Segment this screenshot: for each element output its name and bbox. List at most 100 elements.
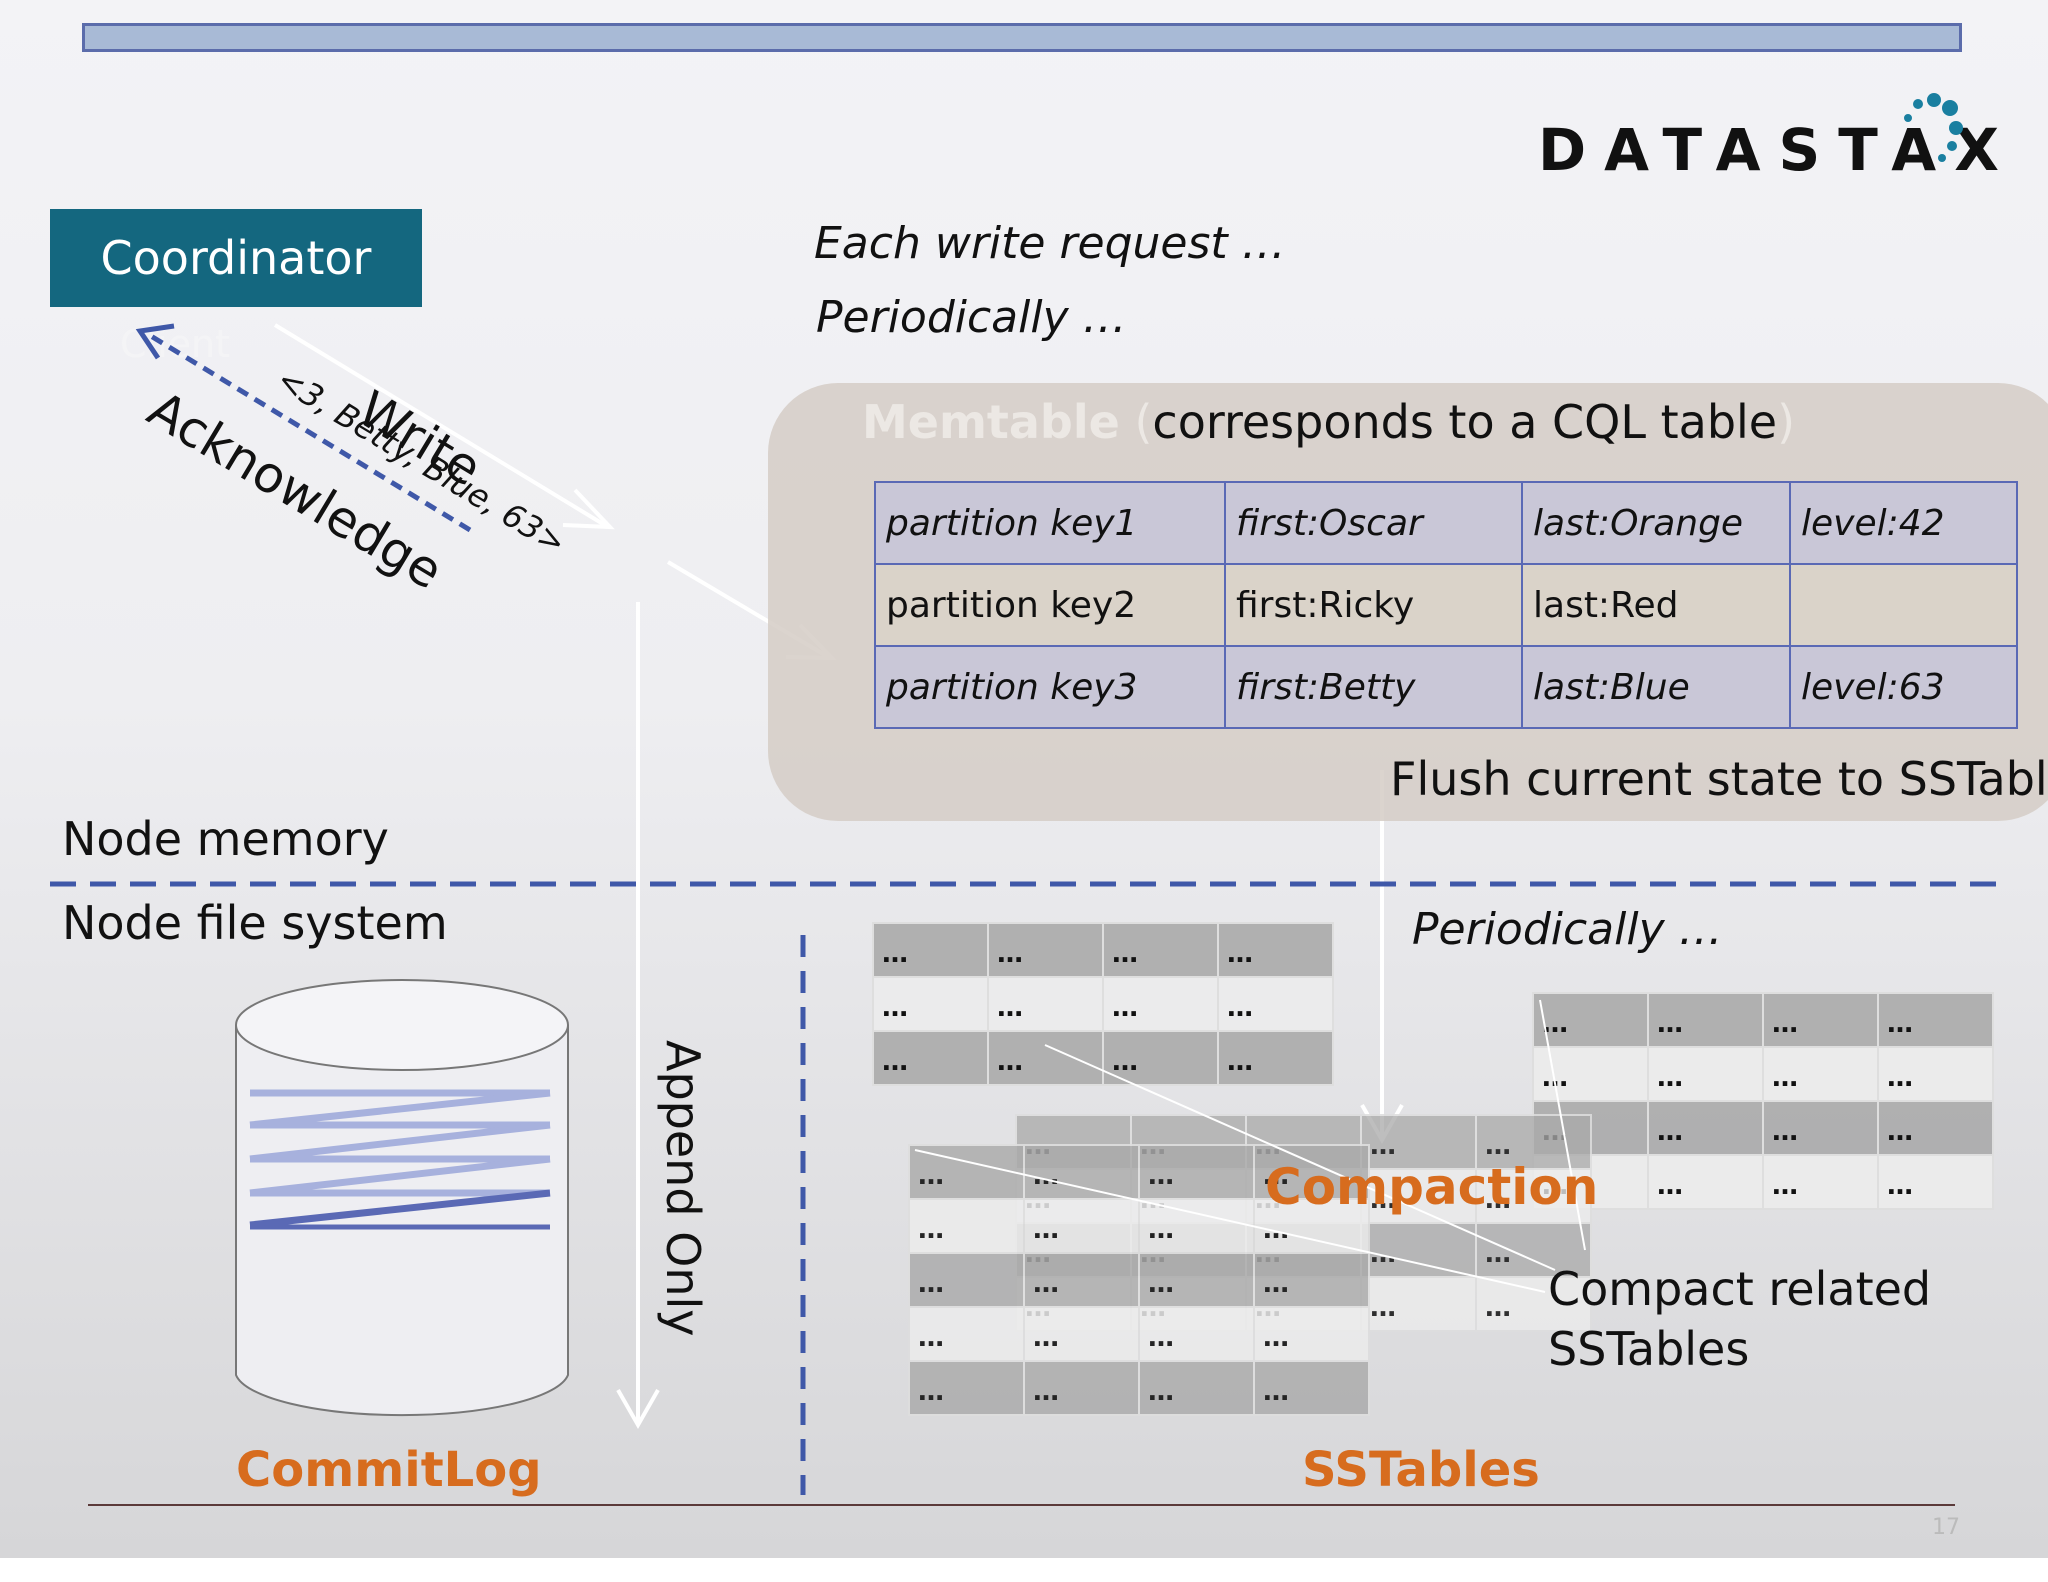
memtable-cell: first:Oscar <box>1224 481 1523 565</box>
sstable-cell: … <box>1475 1276 1592 1332</box>
sstable-cell: … <box>872 976 989 1032</box>
memtable-cell: level:63 <box>1789 645 2018 729</box>
sstable-cell: … <box>1475 1222 1592 1278</box>
periodically-bottom-note: Periodically … <box>1412 904 1723 955</box>
sstable-cell: … <box>908 1198 1025 1254</box>
sstable-cell: … <box>1877 1100 1994 1156</box>
compact-related-line1: Compact related <box>1548 1262 1932 1316</box>
coordinator-box: Coordinator <box>50 209 422 307</box>
compaction-label: Compaction <box>1265 1158 1599 1216</box>
sstable-cell: … <box>1762 992 1879 1048</box>
memtable-close-paren: ) <box>1777 395 1796 449</box>
sstable-row: ………… <box>908 1198 1370 1254</box>
sstable-cell: … <box>1138 1198 1255 1254</box>
sstable-cell: … <box>1360 1276 1477 1332</box>
memtable-title: Memtable (corresponds to a CQL table) <box>862 395 1795 449</box>
coordinator-label: Coordinator <box>100 231 372 285</box>
sstable-row: ………… <box>908 1306 1370 1362</box>
sstable-cell: … <box>1360 1114 1477 1170</box>
sstable-cell: … <box>1023 1252 1140 1308</box>
sstable-cell: … <box>1138 1252 1255 1308</box>
sstable-cell: … <box>1102 922 1219 978</box>
page-number: 17 <box>1932 1515 1960 1540</box>
sstable-cell: … <box>987 1030 1104 1086</box>
sstable-cell: … <box>1253 1144 1370 1200</box>
memtable-title-text: corresponds to a CQL table <box>1152 395 1778 449</box>
memtable-cell: first:Betty <box>1224 645 1523 729</box>
sstable-row: ………… <box>908 1360 1370 1416</box>
node-memory-label: Node memory <box>62 812 389 866</box>
memtable-cell: partition key1 <box>874 481 1226 565</box>
sstable-cell: … <box>1532 1046 1649 1102</box>
sstable-cell: … <box>1138 1144 1255 1200</box>
memtable-cell: partition key2 <box>874 563 1226 647</box>
sstable-cell: … <box>1138 1306 1255 1362</box>
top-bar <box>82 23 1962 52</box>
sstable-row: ………… <box>908 1252 1370 1308</box>
compact-related-line2: SSTables <box>1548 1322 1750 1376</box>
sstable-cell: … <box>987 922 1104 978</box>
memtable-title-faint: Memtable <box>862 395 1120 449</box>
sstable-cell: … <box>1360 1168 1477 1224</box>
sstable-cell: … <box>1532 992 1649 1048</box>
sstable-cell: … <box>1253 1198 1370 1254</box>
sstable-cell: … <box>908 1252 1025 1308</box>
logo-dots-icon <box>1904 93 1963 162</box>
sstable-cell: … <box>908 1306 1025 1362</box>
commitlog-label: CommitLog <box>236 1442 542 1498</box>
logo-wordmark: DATASTAX <box>1538 116 2017 184</box>
sstable-cell: … <box>1023 1198 1140 1254</box>
periodically-top-note: Periodically … <box>816 292 1127 343</box>
sstable-cell: … <box>1762 1100 1879 1156</box>
sstable-cell: … <box>1877 992 1994 1048</box>
sstable-cell: … <box>1253 1360 1370 1416</box>
sstable-cell: … <box>1023 1306 1140 1362</box>
sstable-cell: … <box>1762 1154 1879 1210</box>
sstable-row: ………… <box>872 976 1334 1032</box>
memtable-cell: last:Blue <box>1521 645 1791 729</box>
sstable-cell: … <box>1360 1222 1477 1278</box>
sstable-grid: ………… ………… ………… ………… ………… <box>908 1144 1370 1416</box>
memtable-cell: first:Ricky <box>1224 563 1523 647</box>
sstable-cell: … <box>1647 1046 1764 1102</box>
sstable-cell: … <box>1475 1114 1592 1170</box>
sstable-cell: … <box>1877 1046 1994 1102</box>
sstable-cell: … <box>1762 1046 1879 1102</box>
sstable-cell: … <box>1102 1030 1219 1086</box>
sstable-cell: … <box>872 1030 989 1086</box>
sstable-cell: … <box>1217 922 1334 978</box>
datastax-logo: DATASTAX <box>1530 90 1999 190</box>
sstable-row: ………… <box>1532 992 1994 1048</box>
sstable-cell: … <box>1217 1030 1334 1086</box>
sstable-row: ………… <box>908 1144 1370 1200</box>
memtable-row: partition key3 first:Betty last:Blue lev… <box>874 645 2018 729</box>
sstable-cell: … <box>1877 1154 1994 1210</box>
sstable-row: ………… <box>872 1030 1334 1086</box>
sstable-cell: … <box>1647 1100 1764 1156</box>
memtable-cell: last:Red <box>1521 563 1791 647</box>
node-file-system-label: Node file system <box>62 896 448 950</box>
write-arrow <box>273 323 610 529</box>
memtable-cell: last:Orange <box>1521 481 1791 565</box>
sstable-cell: … <box>1217 976 1334 1032</box>
sstable-grid: ………… ………… ………… <box>872 922 1334 1086</box>
memtable-table: partition key1 first:Oscar last:Orange l… <box>874 481 2018 729</box>
sstable-cell: … <box>987 976 1104 1032</box>
memtable-row: partition key1 first:Oscar last:Orange l… <box>874 481 2018 565</box>
acknowledge-arrow <box>144 330 472 533</box>
sstable-cell: … <box>908 1360 1025 1416</box>
sstable-row: ………… <box>1532 1046 1994 1102</box>
memtable-cell: level:42 <box>1789 481 2018 565</box>
sstable-cell: … <box>1023 1144 1140 1200</box>
flush-note: Flush current state to SSTable <box>1390 752 2048 806</box>
sstable-cell: … <box>1647 1154 1764 1210</box>
sstable-cell: … <box>1253 1306 1370 1362</box>
sstable-cell: … <box>1253 1252 1370 1308</box>
memtable-open-paren: ( <box>1134 395 1153 449</box>
sstable-cell: … <box>872 922 989 978</box>
memtable-cell: partition key3 <box>874 645 1226 729</box>
sstable-cell: … <box>1647 992 1764 1048</box>
